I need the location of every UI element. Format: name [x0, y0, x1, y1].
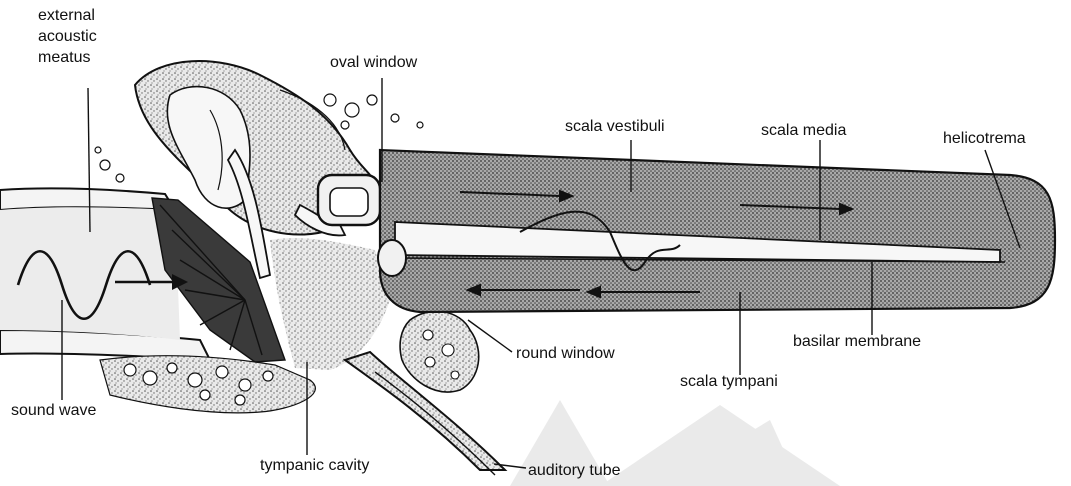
round-window-membrane — [378, 240, 406, 276]
label-sound-wave: sound wave — [11, 402, 96, 420]
tympanic-cavity — [270, 238, 390, 370]
label-scala-tympani: scala tympani — [680, 373, 778, 391]
label-scala-media: scala media — [761, 122, 846, 140]
label-helicotrema: helicotrema — [943, 130, 1026, 148]
label-external-acoustic-meatus-line-2: acoustic — [38, 26, 97, 47]
cochlea-uncoiled — [378, 150, 1055, 312]
round-window-bone — [400, 311, 479, 392]
label-tympanic-cavity: tympanic cavity — [260, 457, 369, 475]
label-external-acoustic-meatus: external acoustic meatus — [38, 5, 97, 68]
label-basilar-membrane: basilar membrane — [793, 333, 921, 351]
label-auditory-tube: auditory tube — [528, 462, 621, 480]
label-external-acoustic-meatus-line-1: external — [38, 5, 97, 26]
label-scala-vestibuli: scala vestibuli — [565, 118, 665, 136]
label-oval-window: oval window — [330, 54, 417, 72]
label-round-window: round window — [516, 345, 615, 363]
label-external-acoustic-meatus-line-3: meatus — [38, 47, 97, 68]
